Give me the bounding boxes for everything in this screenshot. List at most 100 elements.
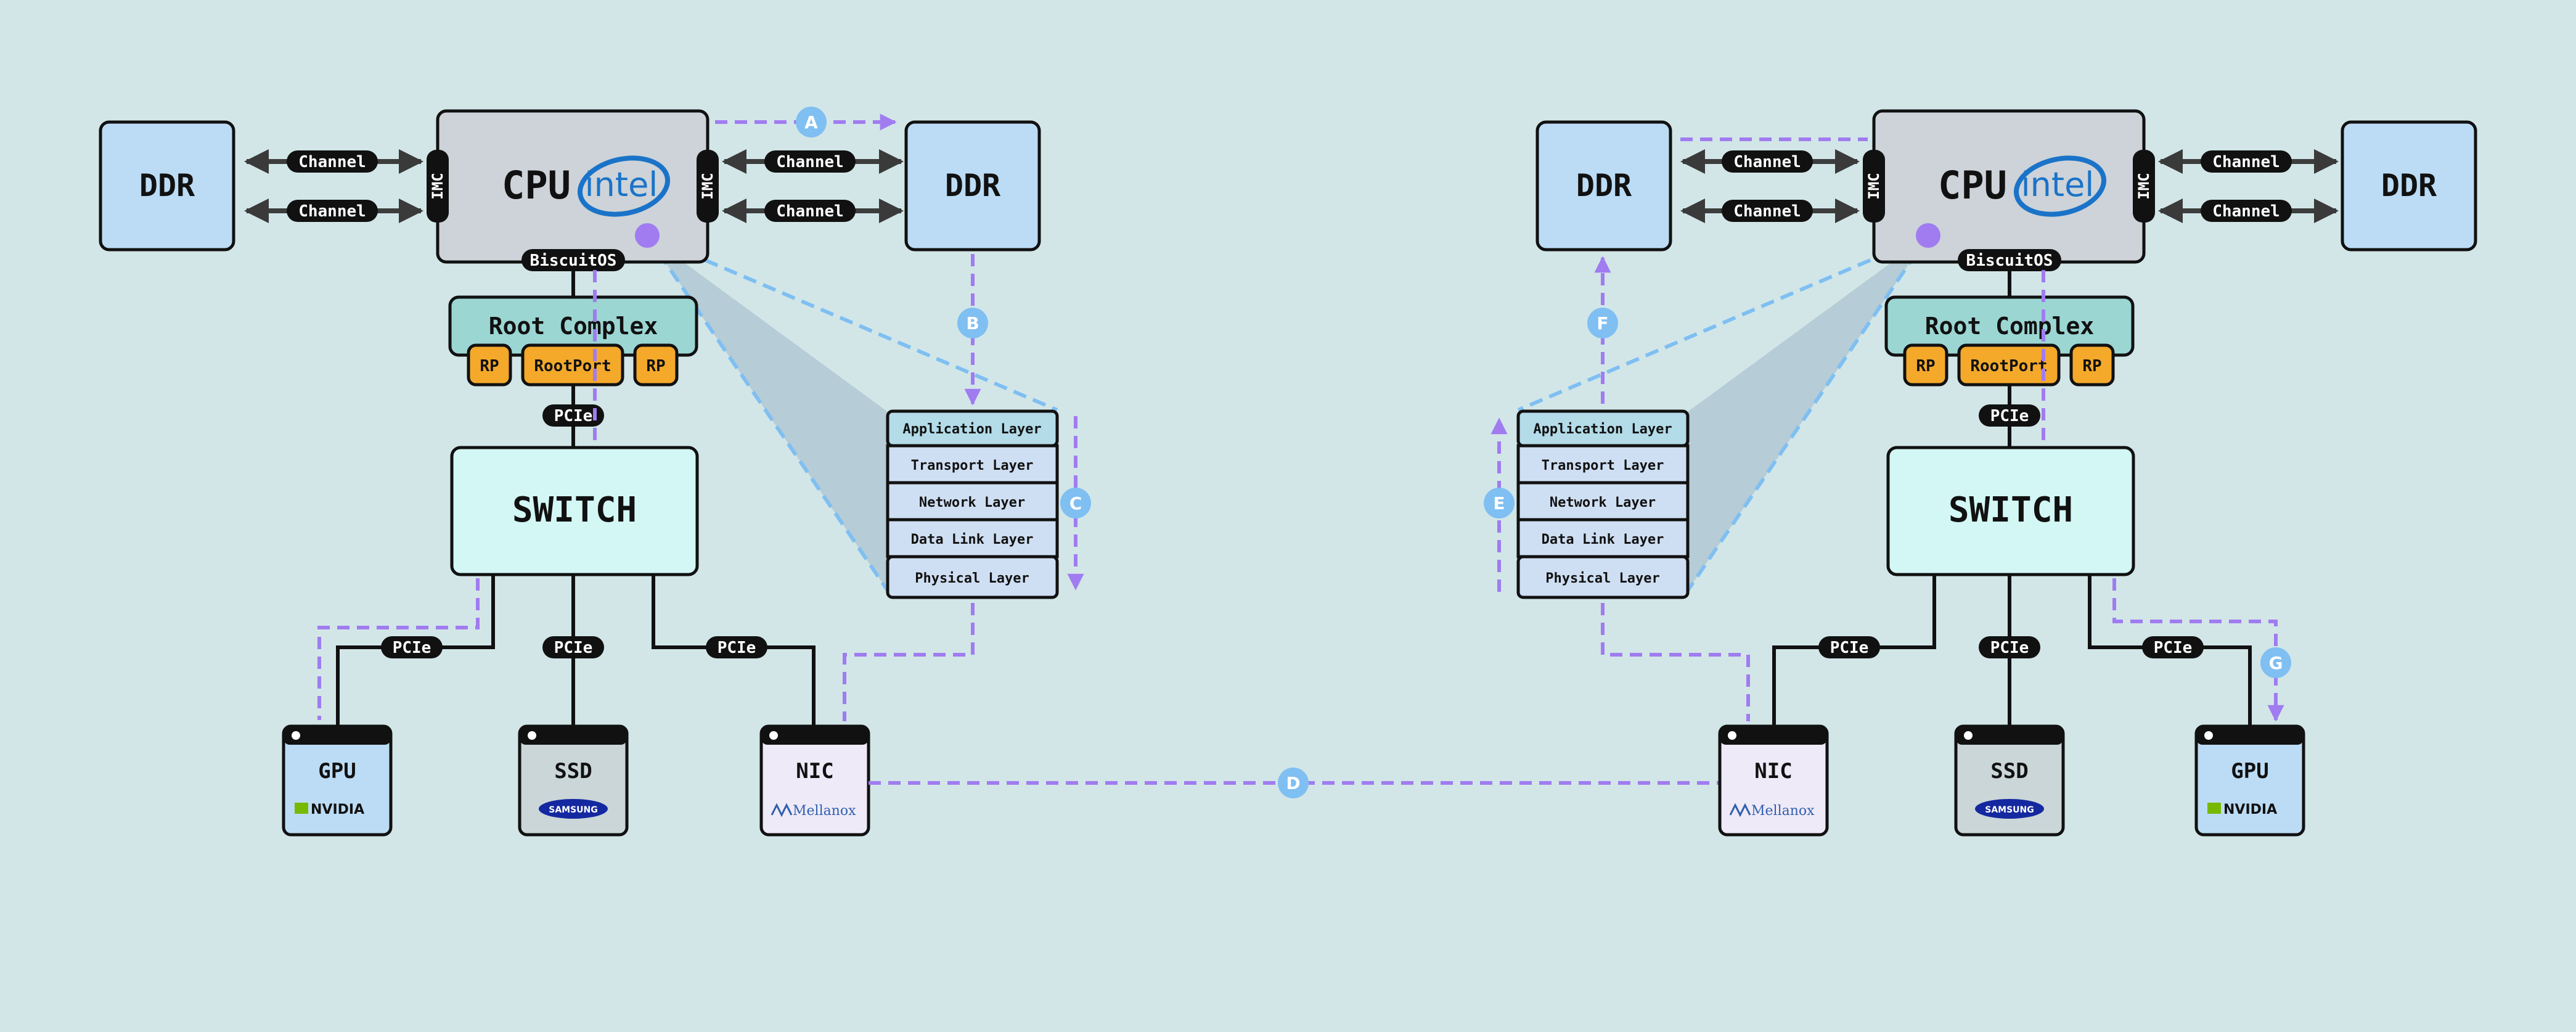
ddr-box (904, 120, 1041, 252)
os-badge (1958, 249, 2061, 271)
channel-label: Channel (1733, 202, 1801, 221)
device-brand: SAMSUNG (549, 805, 598, 815)
imc-badge (2133, 150, 2155, 223)
device-label: SSD (554, 759, 592, 784)
imc-badge (697, 150, 719, 223)
dma-origin-dot (635, 223, 660, 248)
device-brand: Mellanox (793, 803, 856, 819)
pcie-badge (381, 636, 443, 658)
mellanox-logo-icon (1729, 803, 1751, 817)
pcie-label: PCIe (1990, 639, 2029, 657)
intel-logo-icon: intel (2013, 155, 2107, 217)
cone-edge (646, 234, 1058, 412)
data-path (317, 578, 480, 720)
nvidia-logo-icon (2207, 803, 2221, 814)
device-label: SSD (1990, 759, 2028, 784)
channel-badge (764, 150, 856, 173)
channel-label: Channel (298, 202, 366, 221)
channel-badge (764, 200, 856, 222)
nic-device: NIC Mellanox (759, 724, 870, 837)
dma-origin-dot (1916, 223, 1940, 248)
root-port-box (2069, 343, 2115, 387)
stack-layer-label: Data Link Layer (1542, 532, 1664, 547)
stack-layer-label: Application Layer (902, 422, 1041, 437)
rp-label: RP (2082, 357, 2101, 375)
pcie-badge (1979, 404, 2040, 427)
pcie-label: PCIe (554, 639, 593, 657)
stack-layer-label: Physical Layer (1545, 571, 1659, 586)
step-label: B (966, 313, 979, 334)
gpu-device: GPU NVIDIA (282, 724, 393, 837)
pcie-label: PCIe (718, 639, 756, 657)
ddr-box (1535, 120, 1672, 252)
step-label: F (1597, 313, 1608, 334)
ddr-label: DDR (1576, 168, 1632, 203)
stack-layer-label: Network Layer (919, 495, 1025, 510)
cone-edge (645, 234, 889, 592)
channel-badge (287, 200, 378, 222)
mellanox-logo-icon (771, 803, 793, 817)
network-stack-left: Application Layer Transport Layer Networ… (886, 409, 1059, 599)
ddr-label: DDR (139, 168, 195, 203)
pcie-label: PCIe (1830, 639, 1869, 657)
pcie-badge (706, 636, 767, 658)
pcie-label: PCIe (554, 407, 593, 425)
device-brand: Mellanox (1751, 803, 1815, 819)
step-label: E (1493, 493, 1505, 514)
channel-badge (1722, 150, 1813, 173)
stack-layer (886, 555, 1059, 599)
root-port-label: RootPort (1970, 357, 2047, 375)
cpu-label: CPU (1938, 163, 2007, 208)
device-brand: NVIDIA (311, 802, 364, 817)
data-path-g (2112, 578, 2284, 722)
step-marker-a: A (796, 107, 827, 137)
switch-label: SWITCH (512, 490, 637, 530)
rp-label: RP (646, 357, 665, 375)
step-label: A (804, 112, 818, 133)
pcie-label: PCIe (2154, 639, 2193, 657)
device-label: GPU (2231, 759, 2268, 784)
channel-label: Channel (2212, 202, 2280, 221)
data-path (843, 603, 975, 721)
imc-label: IMC (699, 173, 716, 199)
step-marker-d: D (1278, 768, 1309, 798)
pcie-badge (542, 636, 604, 658)
cone-edge (1517, 234, 1929, 412)
switch-label: SWITCH (1948, 490, 2073, 530)
imc-label: IMC (2135, 173, 2153, 199)
step-label: D (1286, 773, 1300, 793)
stack-layer-label: Transport Layer (1542, 458, 1664, 473)
stack-layer-label: Transport Layer (911, 458, 1034, 473)
channel-badge (2201, 200, 2292, 222)
root-port-box (633, 343, 679, 387)
device-label: GPU (318, 759, 356, 784)
pcie-badge (2142, 636, 2204, 658)
stack-layer-label: Application Layer (1533, 422, 1672, 437)
device-brand: SAMSUNG (1985, 805, 2034, 815)
imc-badge (427, 150, 449, 223)
ddr-box (99, 120, 235, 252)
nvidia-logo-icon (295, 803, 308, 814)
stack-layer (886, 444, 1059, 485)
pcie-label: PCIe (393, 639, 431, 657)
channel-label: Channel (776, 202, 844, 221)
ssd-device: SSD SAMSUNG (1954, 724, 2065, 837)
channel-badge (287, 150, 378, 173)
imc-label: IMC (429, 173, 446, 199)
step-marker-g: G (2260, 647, 2291, 678)
device-label: NIC (796, 759, 833, 784)
stack-layer (1516, 444, 1690, 485)
step-marker-e: E (1484, 488, 1515, 518)
step-label: G (2269, 653, 2283, 673)
root-complex-label: Root Complex (1925, 313, 2095, 340)
root-port-box (467, 343, 512, 387)
left-system: DDR DDR CPU intel IMC IMC BiscuitOS Chan… (99, 109, 1084, 837)
pcie-badge (542, 404, 604, 427)
stack-layer-label: Physical Layer (915, 571, 1029, 586)
gpu-device: GPU NVIDIA (2194, 724, 2305, 837)
ssd-device: SSD SAMSUNG (518, 724, 629, 837)
cpu-label: CPU (502, 163, 571, 208)
os-label: BiscuitOS (1966, 252, 2053, 270)
samsung-logo-icon (1975, 799, 2044, 819)
